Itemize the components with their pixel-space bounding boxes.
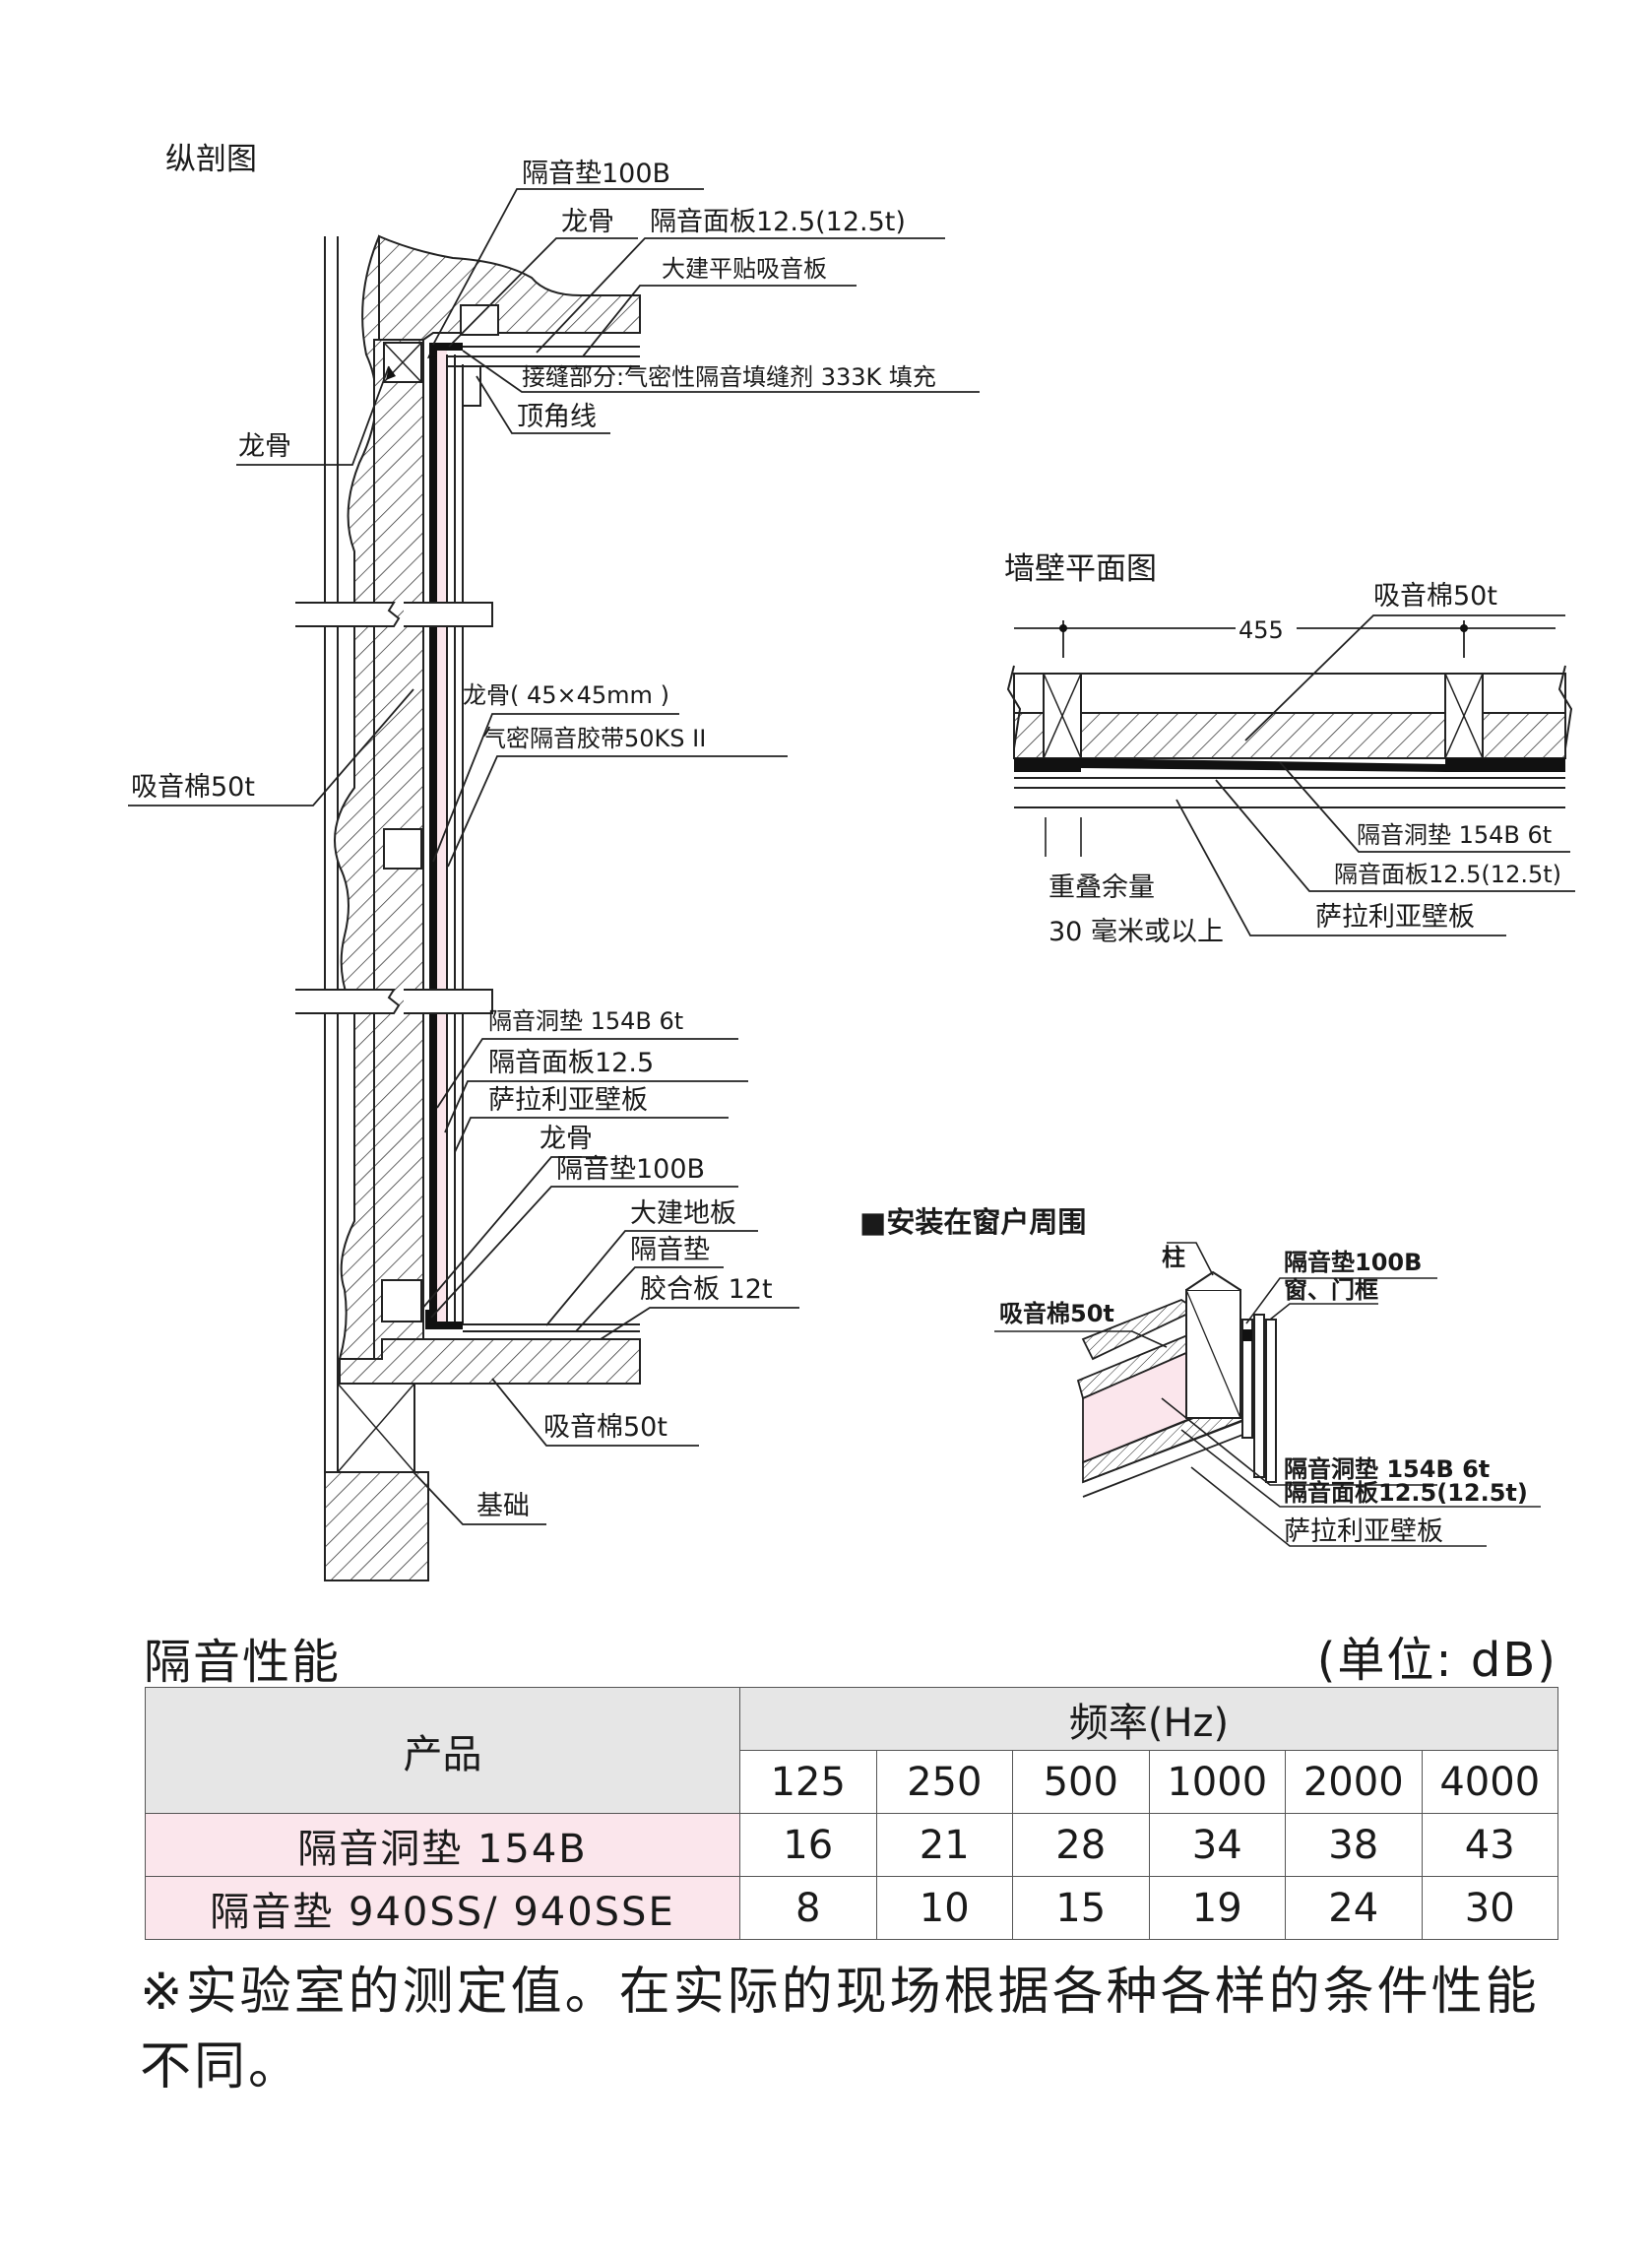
window-label-panel: 隔音面板12.5(12.5t) <box>1284 1479 1528 1507</box>
ceiling-joist <box>460 304 499 336</box>
value-cell: 38 <box>1285 1813 1423 1877</box>
section-view-title: 纵剖图 <box>165 142 257 177</box>
floor-region <box>339 1338 641 1385</box>
value-cell: 30 <box>1421 1876 1558 1940</box>
label-stud-size: 龙骨( 45×45mm ) <box>463 681 669 709</box>
freq-cell: 1000 <box>1148 1750 1286 1814</box>
label-stud-bottom: 龙骨 <box>540 1124 593 1154</box>
crown-molding <box>462 365 481 407</box>
plan-label-hole-pad: 隔音洞垫 154B 6t <box>1357 821 1552 849</box>
header-product: 产品 <box>145 1687 740 1814</box>
window-label-pad: 隔音垫100B <box>1284 1249 1422 1276</box>
stud-bottom-block <box>381 1279 422 1322</box>
label-stud-top: 龙骨 <box>561 207 614 237</box>
outer-wall-lines <box>324 236 339 1580</box>
window-label-hole-pad: 隔音洞垫 154B 6t <box>1284 1455 1490 1483</box>
window-label-frame: 窗、门框 <box>1284 1276 1378 1304</box>
freq-cell: 4000 <box>1421 1750 1558 1814</box>
freq-cell: 125 <box>739 1750 877 1814</box>
label-floor-pad: 隔音垫 <box>630 1235 710 1265</box>
ceiling-region <box>378 234 641 341</box>
table-frequency-row: 125 250 500 1000 2000 4000 <box>146 1750 1558 1814</box>
window-label-salaria: 萨拉利亚壁板 <box>1284 1516 1443 1547</box>
freq-cell: 2000 <box>1285 1750 1423 1814</box>
value-cell: 19 <box>1148 1876 1286 1940</box>
label-floor: 大建地板 <box>630 1198 736 1229</box>
plan-dimension: 455 <box>1239 616 1284 644</box>
header-frequency: 频率(Hz) <box>739 1687 1558 1751</box>
value-cell: 10 <box>875 1876 1013 1940</box>
label-pad-bottom: 隔音垫100B <box>556 1154 705 1185</box>
performance-table: 产品 频率(Hz) 125 250 500 1000 2000 4000 隔音洞… <box>145 1687 1558 1940</box>
label-ceiling-board: 大建平贴吸音板 <box>662 255 827 283</box>
value-cell: 34 <box>1148 1813 1286 1877</box>
performance-title: 隔音性能 <box>144 1635 342 1690</box>
value-cell: 15 <box>1012 1876 1150 1940</box>
stud-mid-block <box>383 828 422 870</box>
section-leaders <box>128 188 980 1525</box>
plan-label-salaria: 萨拉利亚壁板 <box>1315 902 1475 933</box>
foundation-base <box>324 1471 429 1581</box>
product-cell: 隔音垫 940SS/ 940SSE <box>145 1876 740 1940</box>
label-hole-pad: 隔音洞垫 154B 6t <box>488 1007 683 1035</box>
value-cell: 16 <box>739 1813 877 1877</box>
label-tape: 气密隔音胶带50KS II <box>482 725 706 752</box>
product-cell: 隔音洞垫 154B <box>145 1813 740 1877</box>
performance-unit: (单位: dB) <box>1316 1633 1557 1688</box>
label-salaria: 萨拉利亚壁板 <box>488 1085 648 1116</box>
table-row: 隔音垫 940SS/ 940SSE 8 10 15 19 24 30 <box>145 1876 1558 1940</box>
table-header-row: 产品 频率(Hz) <box>145 1687 1558 1814</box>
label-wool-left: 吸音棉50t <box>131 772 255 803</box>
value-cell: 21 <box>875 1813 1013 1877</box>
window-view: ■安装在窗户周围 柱 <box>859 1205 1541 1547</box>
construction-drawing: 纵剖图 <box>128 142 1575 1581</box>
footnote: ※实验室的测定值。在实际的现场根据各种各样的条件性能不同。 <box>140 1963 1540 2096</box>
plan-label-overlap-1: 重叠余量 <box>1048 872 1155 903</box>
value-cell: 28 <box>1012 1813 1150 1877</box>
freq-cell: 250 <box>875 1750 1013 1814</box>
window-label-column: 柱 <box>1162 1244 1185 1271</box>
label-panel-top: 隔音面板12.5(12.5t) <box>650 207 906 237</box>
label-plywood: 胶合板 12t <box>640 1274 773 1305</box>
value-cell: 43 <box>1421 1813 1558 1877</box>
freq-cell: 500 <box>1012 1750 1150 1814</box>
plan-label-wool: 吸音棉50t <box>1373 581 1497 612</box>
value-cell: 8 <box>739 1876 877 1940</box>
break-lines <box>295 602 493 1014</box>
label-joint: 接缝部分:气密性隔音填缝剂 333K 填充 <box>522 363 936 391</box>
table-row: 隔音洞垫 154B 16 21 28 34 38 43 <box>145 1813 1558 1877</box>
plan-label-panel: 隔音面板12.5(12.5t) <box>1334 861 1561 888</box>
window-view-title: ■安装在窗户周围 <box>859 1205 1086 1239</box>
label-stud-left: 龙骨 <box>238 431 291 462</box>
value-cell: 24 <box>1285 1876 1423 1940</box>
label-pad-top: 隔音垫100B <box>522 159 670 189</box>
label-foundation: 基础 <box>477 1491 530 1521</box>
window-label-wool: 吸音棉50t <box>999 1300 1114 1327</box>
label-wool-bottom: 吸音棉50t <box>543 1412 667 1443</box>
plan-view: 墙壁平面图 455 <box>1004 551 1575 947</box>
label-panel-mid: 隔音面板12.5 <box>488 1048 654 1078</box>
plan-view-title: 墙壁平面图 <box>1004 551 1157 587</box>
plan-label-overlap-2: 30 毫米或以上 <box>1048 917 1224 947</box>
label-crown: 顶角线 <box>517 402 597 432</box>
section-view: 纵剖图 <box>128 142 980 1581</box>
